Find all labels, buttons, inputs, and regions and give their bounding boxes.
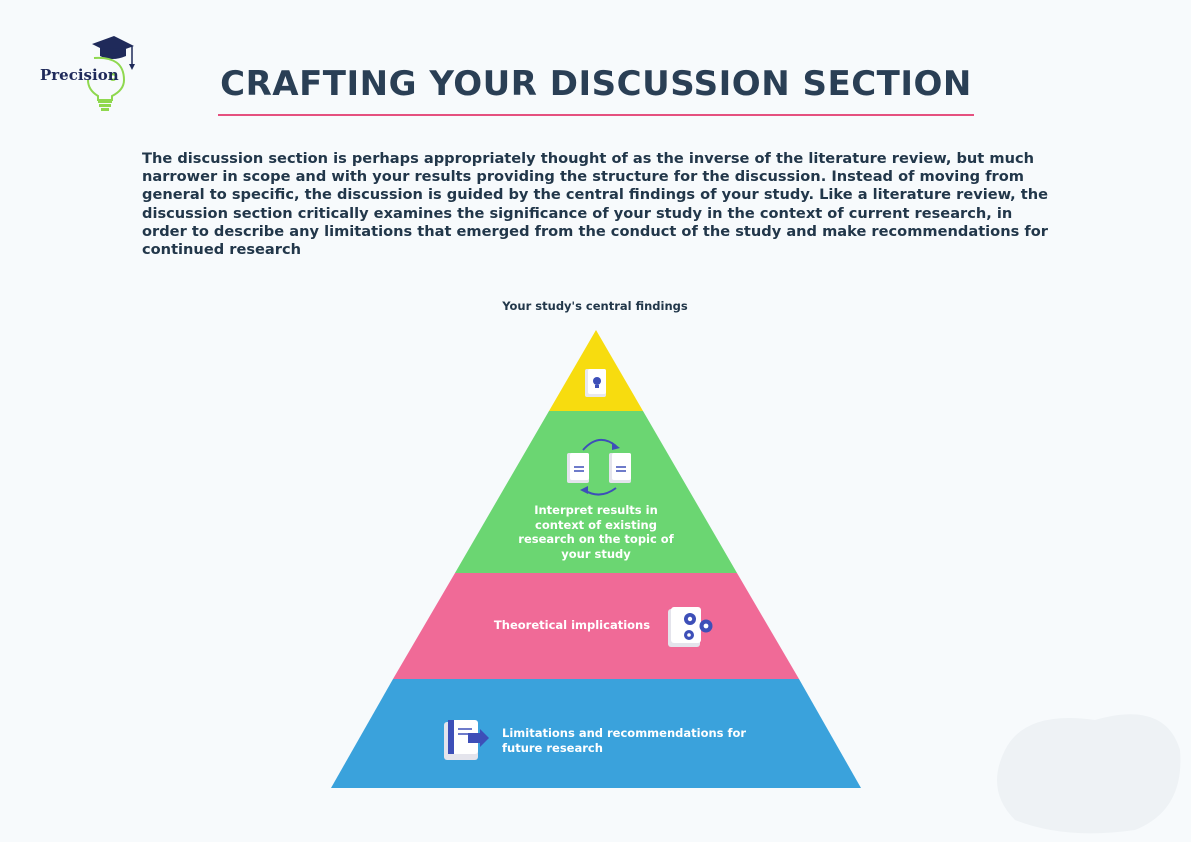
pyramid-tier-limitations	[331, 679, 861, 788]
apex-label: Your study's central findings	[502, 299, 688, 313]
document-exchange-icon	[567, 439, 631, 496]
intro-paragraph: The discussion section is perhaps approp…	[142, 150, 1049, 259]
page-title: CRAFTING YOUR DISCUSSION SECTION	[220, 64, 972, 104]
pyramid-tier-theoretical	[393, 573, 799, 679]
logo-text: Precision	[40, 66, 119, 84]
title-underline	[218, 114, 974, 116]
book-gears-icon	[668, 607, 713, 647]
book-arrow-icon	[444, 720, 489, 760]
pyramid-tier-interpret	[455, 411, 737, 573]
precision-logo: Precision	[36, 34, 146, 114]
background-blob	[997, 714, 1181, 834]
tier-label-theoretical: Theoretical implications	[493, 618, 651, 632]
tier-label-limitations: Limitations and recommendations for futu…	[502, 726, 747, 755]
tier-label-interpret: Interpret results in context of existing…	[518, 503, 674, 561]
graduation-cap-bulb-icon	[87, 36, 135, 111]
lightbulb-book-icon	[585, 369, 606, 397]
